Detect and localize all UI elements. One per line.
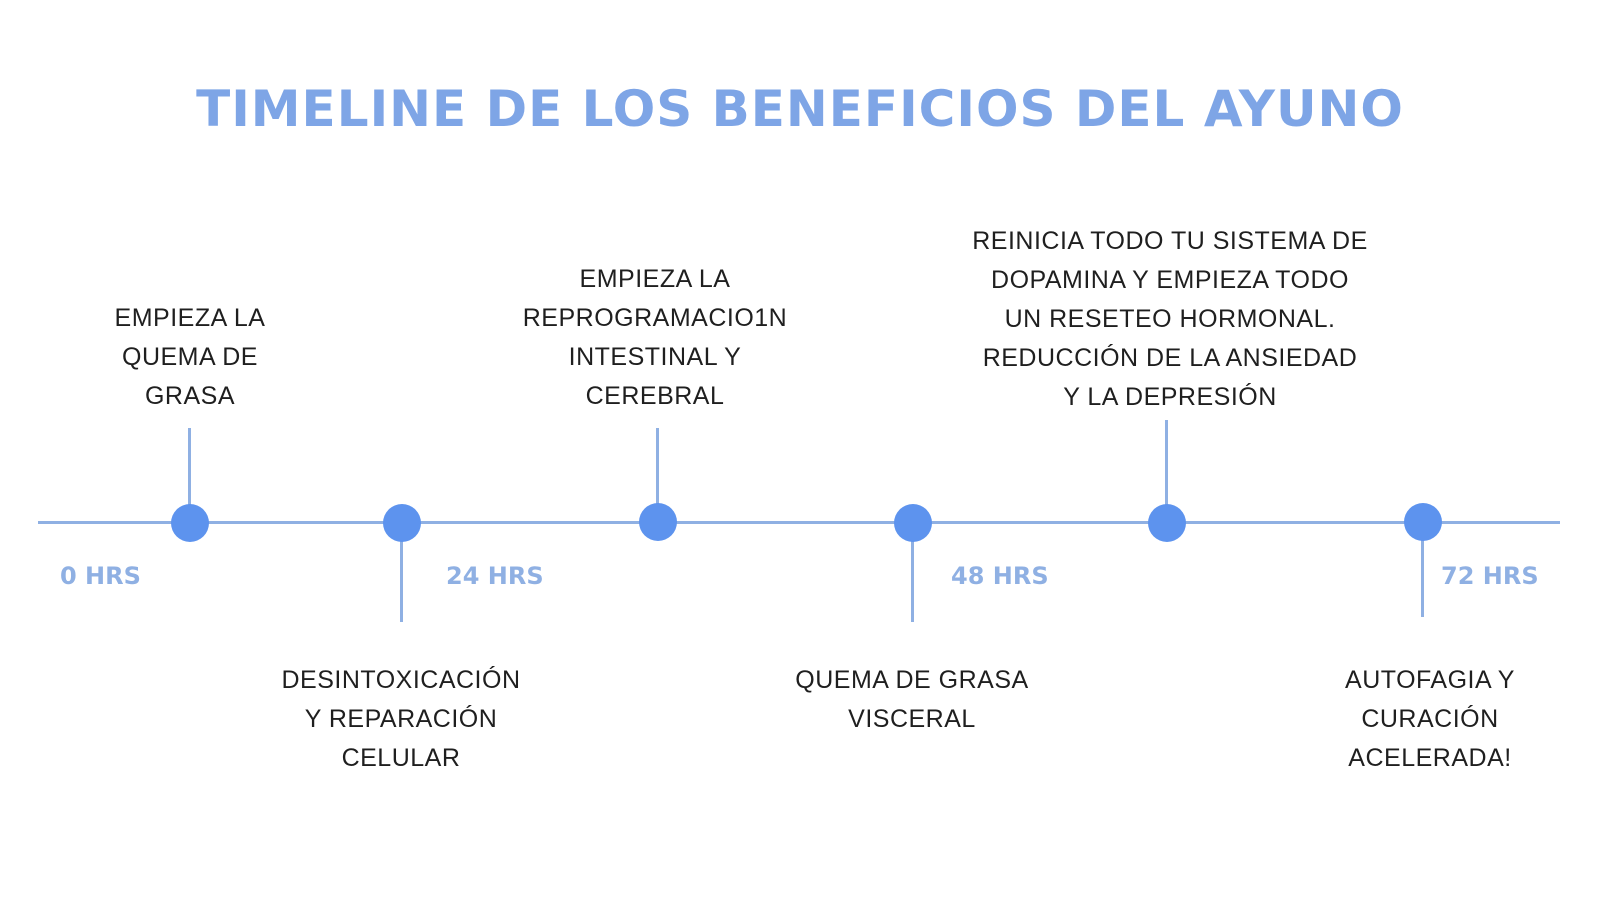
hour-mark-72: 72 HRS (1441, 562, 1539, 590)
timeline-stem-4 (911, 522, 914, 622)
timeline-stem-5 (1165, 420, 1168, 523)
milestone-5-line-1: REINICIA TODO TU SISTEMA DE (972, 227, 1368, 255)
milestone-label-1: EMPIEZA LA QUEMA DE GRASA (60, 299, 320, 416)
milestone-2-line-2: Y REPARACIÓN (304, 705, 498, 733)
milestone-3-line-1: EMPIEZA LA (579, 265, 731, 293)
milestone-1-line-2: QUEMA DE (122, 343, 258, 371)
timeline-node-3 (639, 503, 677, 541)
timeline-node-1 (171, 504, 209, 542)
milestone-label-3: EMPIEZA LA REPROGRAMACIO1N INTESTINAL Y … (480, 260, 830, 416)
milestone-6-line-2: CURACIÓN (1361, 705, 1499, 733)
milestone-label-2: DESINTOXICACIÓN Y REPARACIÓN CELULAR (240, 661, 562, 778)
timeline-stem-2 (400, 522, 403, 622)
milestone-3-line-3: INTESTINAL Y (568, 343, 742, 371)
timeline-node-6 (1404, 503, 1442, 541)
milestone-1-line-3: GRASA (144, 382, 236, 410)
timeline-node-4 (894, 504, 932, 542)
timeline-stem-6 (1421, 522, 1424, 617)
milestone-5-line-5: Y LA DEPRESIÓN (1063, 383, 1277, 411)
milestone-5-line-3: UN RESETEO HORMONAL. (1004, 305, 1336, 333)
milestone-label-5: REINICIA TODO TU SISTEMA DE DOPAMINA Y E… (930, 222, 1410, 417)
milestone-4-line-1: QUEMA DE GRASA (795, 666, 1029, 694)
milestone-2-line-1: DESINTOXICACIÓN (281, 666, 521, 694)
milestone-5-line-4: REDUCCIÓN DE LA ANSIEDAD (982, 344, 1358, 372)
milestone-3-line-4: CEREBRAL (585, 382, 725, 410)
timeline-node-2 (383, 504, 421, 542)
milestone-6-line-1: AUTOFAGIA Y (1345, 666, 1515, 694)
page-title: TIMELINE DE LOS BENEFICIOS DEL AYUNO (196, 80, 1404, 138)
milestone-6-line-3: ACELERADA! (1348, 744, 1512, 772)
hour-mark-0: 0 HRS (60, 562, 141, 590)
hour-mark-48: 48 HRS (951, 562, 1049, 590)
timeline-stem-1 (188, 428, 191, 523)
milestone-label-6: AUTOFAGIA Y CURACIÓN ACELERADA! (1290, 661, 1570, 778)
milestone-3-line-2: REPROGRAMACIO1N (522, 304, 788, 332)
timeline-stem-3 (656, 428, 659, 523)
milestone-1-line-1: EMPIEZA LA (114, 304, 266, 332)
milestone-label-4: QUEMA DE GRASA VISCERAL (752, 661, 1072, 739)
milestone-2-line-3: CELULAR (341, 744, 461, 772)
timeline-axis (38, 521, 1560, 524)
milestone-4-line-2: VISCERAL (848, 705, 976, 733)
hour-mark-24: 24 HRS (446, 562, 544, 590)
milestone-5-line-2: DOPAMINA Y EMPIEZA TODO (991, 266, 1349, 294)
timeline-node-5 (1148, 504, 1186, 542)
